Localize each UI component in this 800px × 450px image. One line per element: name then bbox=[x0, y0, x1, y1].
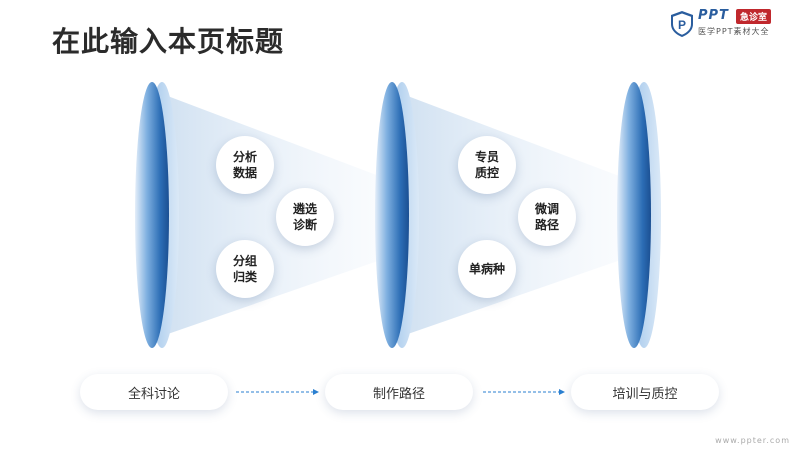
lens-2 bbox=[375, 82, 419, 348]
bubble-adjust-path: 微调路径 bbox=[518, 188, 576, 246]
lens-1 bbox=[135, 82, 179, 348]
bubble-specialist-qc: 专员质控 bbox=[458, 136, 516, 194]
svg-text:P: P bbox=[678, 18, 686, 32]
logo: P PPT 急诊室 医学PPT素材大全 bbox=[670, 8, 790, 40]
arrow-1 bbox=[236, 389, 319, 395]
bubble-group-classify: 分组归类 bbox=[216, 240, 274, 298]
logo-badge: 急诊室 bbox=[736, 9, 772, 24]
bubble-analyze-data: 分析数据 bbox=[216, 136, 274, 194]
shield-p-icon: P bbox=[671, 11, 693, 37]
stage-label-3: 培训与质控 bbox=[571, 374, 719, 410]
stage-label-1: 全科讨论 bbox=[80, 374, 228, 410]
lens-3 bbox=[617, 82, 661, 348]
bubble-single-disease: 单病种 bbox=[458, 240, 516, 298]
stage-label-2: 制作路径 bbox=[325, 374, 473, 410]
logo-ppt-text: PPT bbox=[698, 8, 729, 23]
page-title: 在此输入本页标题 bbox=[52, 25, 285, 58]
bubble-select-diagnosis: 遴选诊断 bbox=[276, 188, 334, 246]
arrow-2 bbox=[483, 389, 565, 395]
logo-subtitle: 医学PPT素材大全 bbox=[698, 27, 770, 36]
footer-url: www.ppter.com bbox=[715, 436, 790, 445]
